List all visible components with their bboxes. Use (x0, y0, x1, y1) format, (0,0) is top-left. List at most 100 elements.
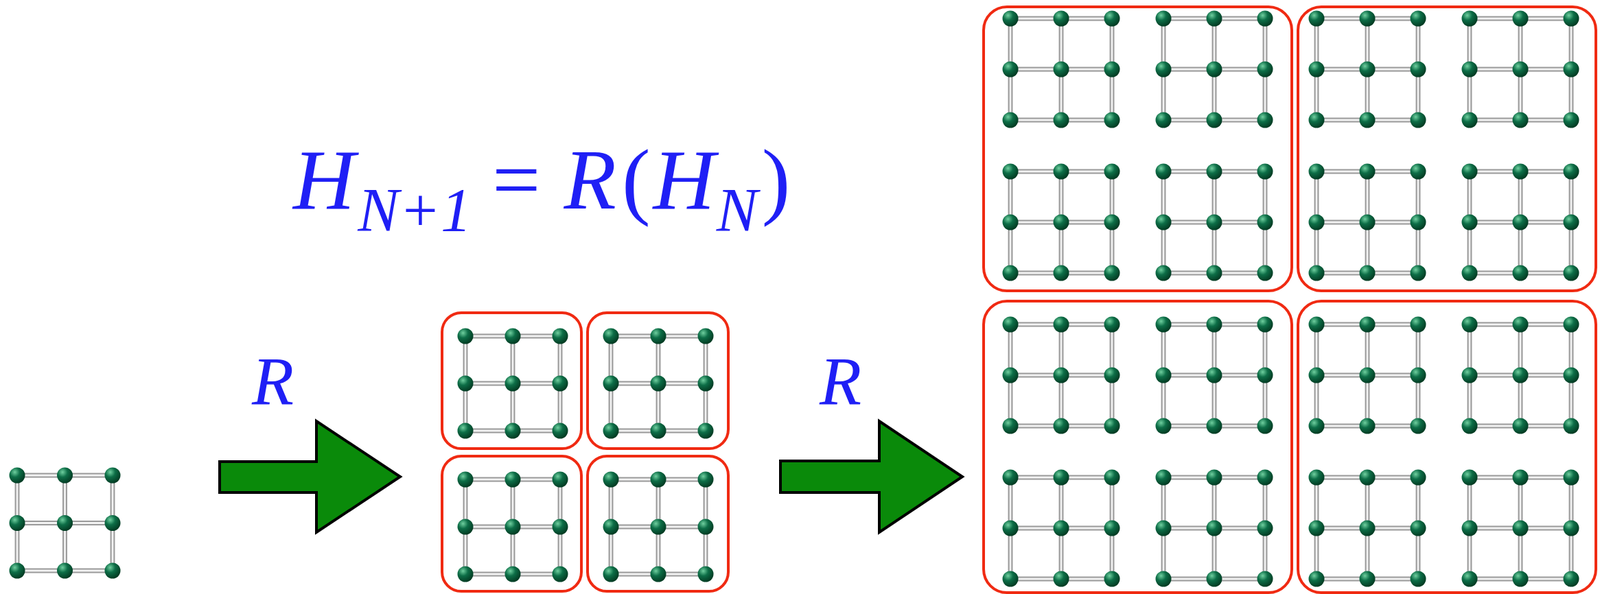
site (603, 328, 620, 345)
site (1257, 571, 1274, 588)
site (552, 519, 569, 536)
site (1512, 112, 1529, 129)
site (1308, 317, 1325, 333)
site (505, 376, 521, 392)
site (505, 519, 521, 536)
site (1410, 367, 1427, 384)
site (1462, 571, 1478, 588)
site (1053, 214, 1070, 231)
site (1002, 367, 1019, 384)
site (1410, 470, 1427, 486)
block-outline (983, 301, 1292, 594)
lattice (1462, 470, 1580, 588)
site (1104, 470, 1121, 486)
site (1462, 164, 1478, 180)
site (1563, 214, 1580, 231)
site (1155, 317, 1172, 333)
site (1563, 10, 1580, 27)
site (1563, 265, 1580, 282)
site (1257, 317, 1274, 333)
site (1410, 112, 1427, 129)
site (650, 472, 667, 489)
site (603, 519, 620, 536)
block-outline (442, 312, 582, 449)
site (105, 468, 121, 484)
site (1155, 418, 1172, 435)
site (1410, 214, 1427, 231)
site (1155, 214, 1172, 231)
site (1257, 61, 1274, 78)
site (1308, 520, 1325, 537)
site (1359, 164, 1376, 180)
site (1512, 61, 1529, 78)
site (1053, 61, 1070, 78)
lattice (457, 472, 569, 583)
site (1512, 265, 1529, 282)
site (1462, 10, 1478, 27)
site (1155, 10, 1172, 27)
site (1462, 367, 1478, 384)
rg-operator-label: R (251, 347, 294, 416)
site (603, 566, 620, 583)
lattice (1462, 164, 1580, 282)
lattice (1002, 317, 1121, 435)
block-outline (587, 312, 729, 449)
site (1206, 470, 1223, 486)
site (1359, 418, 1376, 435)
site (1308, 214, 1325, 231)
site (1512, 470, 1529, 486)
site (1002, 112, 1019, 129)
site (1155, 112, 1172, 129)
site (505, 423, 521, 440)
site (1462, 520, 1478, 537)
site (1104, 214, 1121, 231)
site (552, 328, 569, 345)
lattice (1308, 164, 1427, 282)
site (1359, 470, 1376, 486)
site (1206, 571, 1223, 588)
lattice (1462, 10, 1580, 129)
site (105, 515, 121, 532)
site (457, 472, 474, 489)
site (1410, 265, 1427, 282)
site (1462, 418, 1478, 435)
site (1257, 367, 1274, 384)
site (1410, 418, 1427, 435)
site (1359, 317, 1376, 333)
site (56, 468, 73, 484)
site (1002, 317, 1019, 333)
lattice (1002, 164, 1121, 282)
site (505, 566, 521, 583)
lattice (603, 472, 714, 583)
site (1002, 214, 1019, 231)
site (603, 472, 620, 489)
equation-symbol: ) (761, 137, 791, 224)
site (1410, 571, 1427, 588)
site (1257, 112, 1274, 129)
site (1155, 470, 1172, 486)
site (9, 515, 26, 532)
site (1206, 10, 1223, 27)
lattice (1462, 317, 1580, 435)
site (1462, 265, 1478, 282)
site (1257, 418, 1274, 435)
site (552, 376, 569, 392)
site (698, 423, 714, 440)
site (698, 328, 714, 345)
equation-symbol: R (564, 137, 617, 224)
lattice (1308, 317, 1427, 435)
block-outline (442, 456, 582, 592)
site (1104, 520, 1121, 537)
site (1563, 61, 1580, 78)
site (1104, 10, 1121, 27)
site (1104, 112, 1121, 129)
site (1512, 571, 1529, 588)
site (552, 472, 569, 489)
site (1155, 367, 1172, 384)
site (1155, 164, 1172, 180)
site (1462, 470, 1478, 486)
site (1002, 520, 1019, 537)
site (1104, 265, 1121, 282)
site (1206, 520, 1223, 537)
lattice (1155, 470, 1274, 588)
